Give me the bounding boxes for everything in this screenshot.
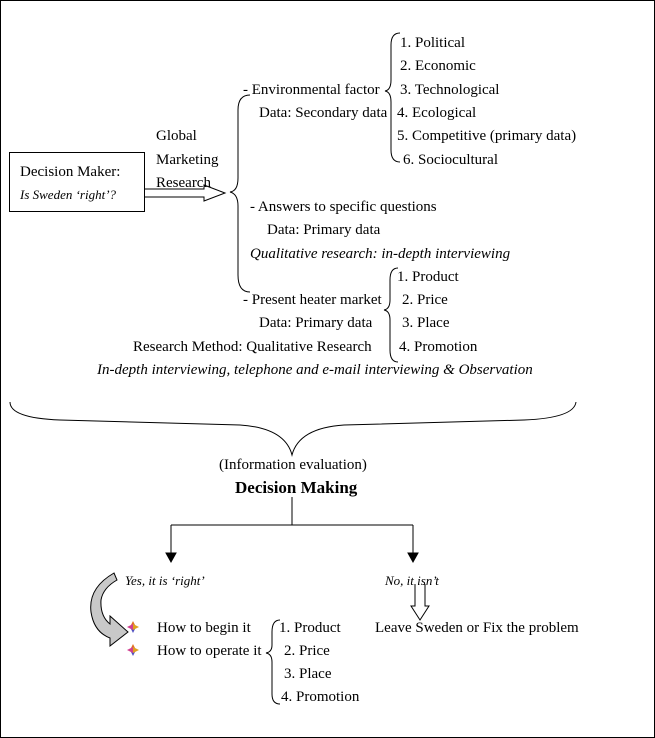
heater-mix-item: 1. Product <box>397 269 459 285</box>
heater-label: - Present heater market <box>243 292 382 308</box>
methods-line: In-depth interviewing, telephone and e-m… <box>97 362 533 378</box>
decision-maker-title: Decision Maker: <box>20 164 121 180</box>
evaluation-label: (Information evaluation) <box>219 457 367 473</box>
environmental-label: - Environmental factor <box>243 82 380 98</box>
heater-mix-item: 2. Price <box>402 292 448 308</box>
yes-item-operate: How to operate it <box>157 643 262 659</box>
double-arrow-right <box>143 184 227 202</box>
yes-label: Yes, it is ‘right’ <box>125 573 205 588</box>
yes-mix-item: 3. Place <box>284 666 332 682</box>
research-brace <box>229 94 251 293</box>
decision-maker-box: Decision Maker: Is Sweden ‘right’? <box>9 152 145 212</box>
factors-brace <box>384 32 401 163</box>
answers-method: Qualitative research: in-depth interview… <box>250 246 511 262</box>
research-label-line1: Global <box>156 128 197 144</box>
decision-maker-question: Is Sweden ‘right’? <box>20 187 117 202</box>
yes-mix-item: 2. Price <box>284 643 330 659</box>
curved-arrow-icon <box>90 572 129 648</box>
research-label-line2: Marketing <box>156 152 219 168</box>
yes-mix-item: 1. Product <box>279 620 341 636</box>
answers-label: - Answers to specific questions <box>250 199 437 215</box>
bullet-icon <box>127 644 139 656</box>
heater-method: Research Method: Qualitative Research <box>133 339 372 355</box>
answers-data: Data: Primary data <box>267 222 381 238</box>
no-action: Leave Sweden or Fix the problem <box>375 620 579 636</box>
double-arrow-down <box>410 584 430 621</box>
factor-item: 5. Competitive (primary data) <box>397 128 577 144</box>
factor-item: 1. Political <box>400 35 465 51</box>
decision-tree <box>165 497 419 564</box>
bullet-icon <box>127 621 139 633</box>
no-label: No, it isn’t <box>385 573 439 588</box>
heater-mix-brace <box>383 267 399 363</box>
decision-title: Decision Making <box>235 478 358 497</box>
yes-mix-item: 4. Promotion <box>281 689 360 705</box>
heater-data: Data: Primary data <box>259 315 373 331</box>
heater-mix-item: 4. Promotion <box>399 339 478 355</box>
evaluation-brace <box>9 401 577 457</box>
yes-mix-brace <box>265 619 281 705</box>
yes-item-begin: How to begin it <box>157 620 251 636</box>
factor-item: 2. Economic <box>400 58 476 74</box>
research-label-line3: Research <box>156 175 211 191</box>
heater-mix-item: 3. Place <box>402 315 450 331</box>
factor-item: 4. Ecological <box>397 105 477 121</box>
environmental-data: Data: Secondary data <box>259 105 388 121</box>
factor-item: 6. Sociocultural <box>403 152 498 168</box>
factor-item: 3. Technological <box>400 82 500 98</box>
